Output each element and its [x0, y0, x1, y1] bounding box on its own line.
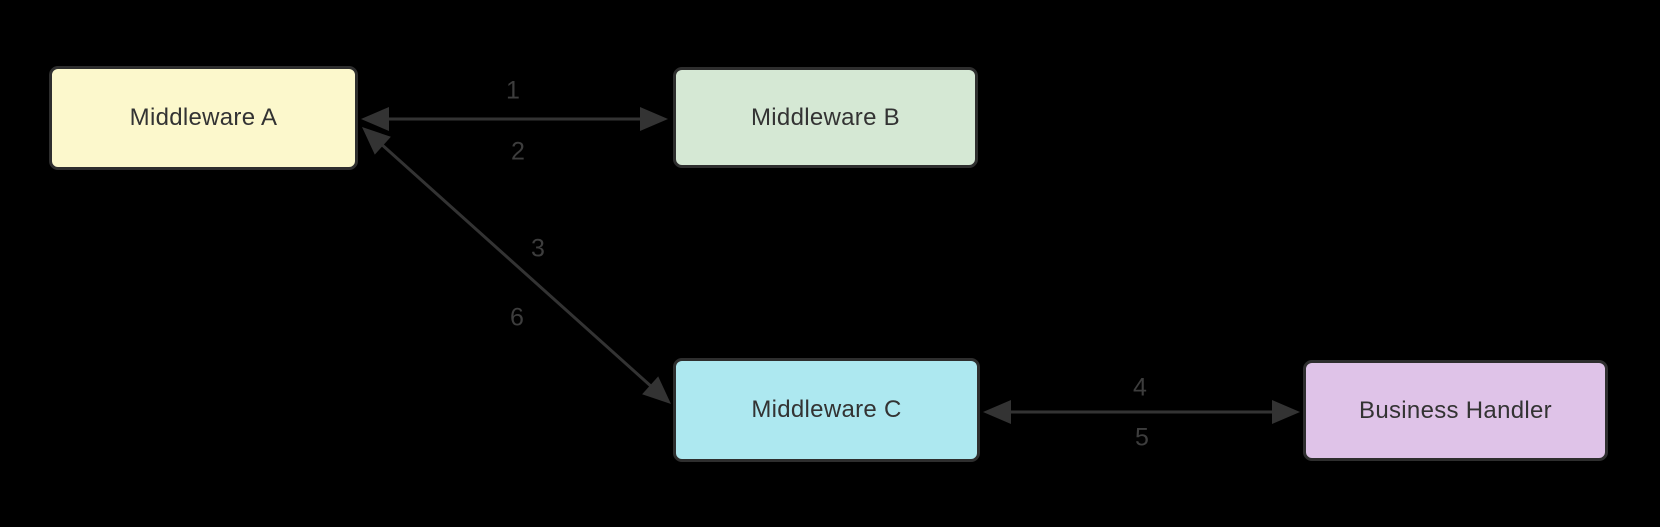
- node-middleware-a: Middleware A: [49, 66, 358, 170]
- node-label: Middleware B: [751, 103, 900, 131]
- arrowhead-icon: [640, 107, 668, 131]
- node-label: Middleware C: [751, 396, 902, 423]
- edge-a-c-line: [378, 141, 655, 390]
- arrowhead-icon: [362, 127, 391, 155]
- edge-label-step-3: 3: [531, 234, 545, 263]
- node-label: Middleware A: [129, 104, 278, 131]
- edge-label-step-5: 5: [1135, 423, 1149, 452]
- arrowhead-icon: [642, 376, 671, 404]
- node-middleware-b: Middleware B: [673, 67, 978, 168]
- node-middleware-c: Middleware C: [673, 358, 980, 462]
- arrowhead-icon: [983, 400, 1011, 424]
- arrowhead-icon: [1272, 400, 1300, 424]
- node-business-handler: Business Handler: [1303, 360, 1608, 461]
- edge-label-step-2: 2: [511, 137, 525, 166]
- arrowhead-icon: [361, 107, 389, 131]
- edge-label-step-6: 6: [510, 303, 524, 332]
- edge-label-step-1: 1: [506, 76, 520, 105]
- node-label: Business Handler: [1359, 396, 1552, 424]
- edge-label-step-4: 4: [1133, 373, 1147, 402]
